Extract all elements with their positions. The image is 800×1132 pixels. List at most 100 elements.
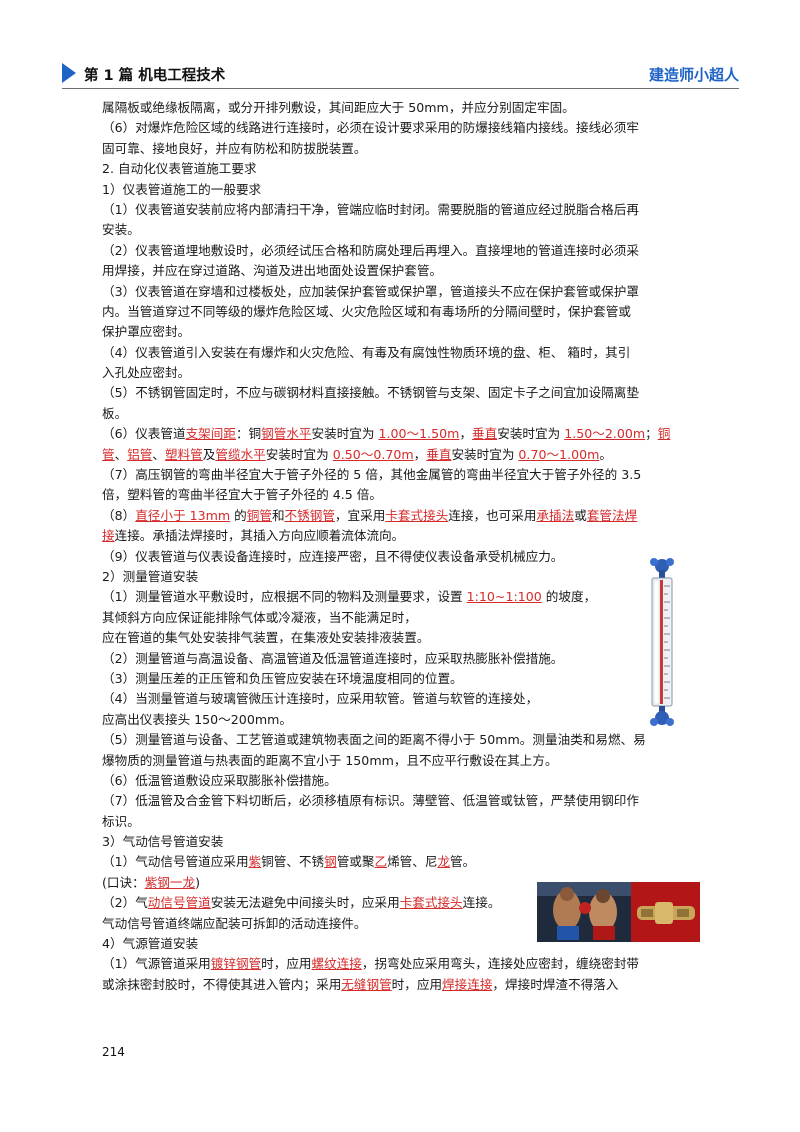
text-segment: 时，应用 (261, 956, 312, 972)
text-segment: （6）低温管道敷设应采取膨胀补偿措施。 (102, 772, 337, 788)
text-line: 其倾斜方向应保证能排除气体或冷凝液，当不能满足时， (102, 608, 700, 628)
text-segment: 其倾斜方向应保证能排除气体或冷凝液，当不能满足时， (102, 609, 417, 625)
highlighted-term: 焊接连接 (442, 976, 493, 992)
text-line: 2. 自动化仪表管道施工要求 (102, 159, 700, 179)
highlighted-term: 直径小于 13mm (135, 507, 231, 523)
highlighted-term: 1.00～1.50m (378, 426, 460, 442)
text-segment: （9）仪表管道与仪表设备连接时，应连接严密，且不得使仪表设备承受机械应力。 (102, 548, 564, 564)
highlighted-term: 无缝钢管 (341, 976, 392, 992)
highlighted-term: 乙 (374, 854, 388, 870)
text-line: （1）气源管道采用镀锌钢管时，应用螺纹连接，拐弯处应采用弯头，连接处应密封，缠绕… (102, 954, 700, 974)
highlighted-term: 钢管水平 (261, 426, 312, 442)
text-line: 气动信号管道终端应配装可拆卸的活动连接件。 (102, 914, 700, 934)
text-segment: （1）气动信号管道应采用 (102, 854, 249, 870)
text-line: （4）当测量管道与玻璃管微压计连接时，应采用软管。管道与软管的连接处， (102, 689, 700, 709)
highlighted-term: 镀锌钢管 (210, 956, 262, 972)
text-segment: ，宜采用 (334, 507, 386, 523)
text-line: （2）气动信号管道安装无法避免中间接头时，应采用卡套式接头连接。 (102, 893, 700, 913)
text-line: 管、铝管、塑料管及管缆水平安装时宜为 0.50～0.70m，垂直安装时宜为 0.… (102, 445, 700, 465)
text-line: 内。当管道穿过不同等级的爆炸危险区域、火灾危险区域和有毒场所的分隔间壁时，保护套… (102, 302, 700, 322)
highlighted-term: 铜 (657, 426, 671, 442)
highlighted-term: 管缆水平 (215, 446, 266, 462)
text-segment: 用焊接，并应在穿过道路、沟道及进出地面处设置保护套管。 (102, 263, 443, 279)
highlighted-term: 不锈钢管 (284, 507, 335, 523)
text-line: （7）高压钢管的弯曲半径宜大于管子外径的 5 倍，其他金属管的弯曲半径宜大于管子… (102, 465, 700, 485)
text-line: 标识。 (102, 812, 700, 832)
text-segment: 标识。 (102, 813, 140, 829)
text-line: （9）仪表管道与仪表设备连接时，应连接严密，且不得使仪表设备承受机械应力。 (102, 547, 700, 567)
text-segment: ：铜 (235, 426, 262, 442)
text-segment: 安装时宜为 (265, 446, 333, 462)
text-segment: 安装。 (102, 222, 140, 238)
text-line: 爆物质的测量管道与热表面的距离不宜小于 150mm，且不应平行敷设在其上方。 (102, 751, 700, 771)
text-segment: 2）测量管道安装 (102, 568, 199, 584)
text-segment: （7）低温管及合金管下料切断后，必须移植原有标识。薄壁管、低温管或钛管，严禁使用… (102, 793, 639, 809)
text-segment: ， (413, 446, 427, 462)
text-segment: 管或聚 (336, 854, 375, 870)
text-segment: 1）仪表管道施工的一般要求 (102, 181, 262, 197)
text-segment: 时，应用 (391, 976, 443, 992)
text-line: （1）测量管道水平敷设时，应根据不同的物料及测量要求，设置 1:10~1:100… (102, 587, 700, 607)
highlighted-term: 0.50～0.70m (332, 446, 414, 462)
text-segment: （4）仪表管道引入安装在有爆炸和火灾危险、有毒及有腐蚀性物质环境的盘、柜、 箱时… (102, 344, 631, 360)
text-line: 3）气动信号管道安装 (102, 832, 700, 852)
text-line: 1）仪表管道施工的一般要求 (102, 180, 700, 200)
text-segment: 爆物质的测量管道与热表面的距离不宜小于 150mm，且不应平行敷设在其上方。 (102, 752, 558, 768)
text-line: （8）直径小于 13mm 的铜管和不锈钢管，宜采用卡套式接头连接，也可采用承插法… (102, 506, 700, 526)
text-segment: 4）气源管道安装 (102, 936, 199, 952)
text-segment: 连接。承插法焊接时，其插入方向应顺着流体流向。 (114, 528, 405, 544)
text-segment: 或涂抹密封胶时，不得使其进入管内；采用 (102, 976, 342, 992)
text-segment: （5）不锈钢管固定时，不应与碳钢材料直接接触。不锈钢管与支架、固定卡子之间宜加设… (102, 385, 639, 401)
text-line: （6）仪表管道支架间距：铜钢管水平安装时宜为 1.00～1.50m，垂直安装时宜… (102, 424, 700, 444)
text-line: （1）气动信号管道应采用紫铜管、不锈钢管或聚乙烯管、尼龙管。 (102, 852, 700, 872)
page-number: 214 (102, 1045, 125, 1059)
text-segment: （3）测量压差的正压管和负压管应安装在环境温度相同的位置。 (102, 670, 463, 686)
text-segment: （6）对爆炸危险区域的线路进行连接时，必须在设计要求采用的防爆接线箱内接线。接线… (102, 120, 639, 136)
highlighted-term: 螺纹连接 (311, 956, 362, 972)
text-segment: 。 (599, 446, 612, 462)
text-segment: （7）高压钢管的弯曲半径宜大于管子外径的 5 倍，其他金属管的弯曲半径宜大于管子… (102, 467, 642, 483)
highlighted-term: 套管法焊 (586, 507, 638, 523)
text-segment: ) (195, 874, 200, 890)
chapter-title: 第 1 篇 机电工程技术 (84, 68, 226, 84)
text-segment: 和 (271, 507, 285, 523)
text-line: 应在管道的集气处安装排气装置，在集液处安装排液装置。 (102, 628, 700, 648)
text-line: （6）对爆炸危险区域的线路进行连接时，必须在设计要求采用的防爆接线箱内接线。接线… (102, 118, 700, 138)
text-segment: 铜管、不锈 (261, 854, 325, 870)
text-segment: (口诀： (102, 874, 145, 890)
text-line: 或涂抹密封胶时，不得使其进入管内；采用无缝钢管时，应用焊接连接，焊接时焊渣不得落… (102, 975, 700, 995)
highlighted-term: 龙 (437, 854, 451, 870)
text-line: 接连接。承插法焊接时，其插入方向应顺着流体流向。 (102, 526, 700, 546)
text-line: （4）仪表管道引入安装在有爆炸和火灾危险、有毒及有腐蚀性物质环境的盘、柜、 箱时… (102, 343, 700, 363)
page-header: 第 1 篇 机电工程技术 建造师小超人 (62, 60, 739, 90)
text-segment: 管。 (450, 854, 476, 870)
text-segment: 3）气动信号管道安装 (102, 834, 224, 850)
text-segment: 连接。 (462, 895, 501, 911)
text-segment: 内。当管道穿过不同等级的爆炸危险区域、火灾危险区域和有毒场所的分隔间壁时，保护套… (102, 303, 631, 319)
text-segment: 倍，塑料管的弯曲半径宜大于管子外径的 4.5 倍。 (102, 487, 382, 503)
boxing-and-fitting-photo (537, 882, 700, 942)
text-segment: 应高出仪表接头 150～200mm。 (102, 711, 292, 727)
text-segment: 及 (202, 446, 216, 462)
text-segment: 2. 自动化仪表管道施工要求 (102, 161, 257, 177)
highlighted-term: 承插法 (536, 507, 575, 523)
thermometer-gauge-image (650, 558, 674, 726)
body-text: 属隔板或绝缘板隔离，或分开排列敷设，其间距应大于 50mm，并应分别固定牢固。（… (102, 98, 700, 995)
text-line: （6）低温管道敷设应采取膨胀补偿措施。 (102, 771, 700, 791)
text-segment: 安装时宜为 (451, 446, 519, 462)
text-segment: （3）仪表管道在穿墙和过楼板处，应加装保护套管或保护罩，管道接头不应在保护套管或… (102, 283, 639, 299)
text-segment: 安装时宜为 (497, 426, 565, 442)
text-line: （3）测量压差的正压管和负压管应安装在环境温度相同的位置。 (102, 669, 700, 689)
highlighted-term: 0.70～1.00m (518, 446, 600, 462)
text-line: （3）仪表管道在穿墙和过楼板处，应加装保护套管或保护罩，管道接头不应在保护套管或… (102, 282, 700, 302)
text-segment: 板。 (102, 405, 128, 421)
text-segment: （1）仪表管道安装前应将内部清扫干净，管端应临时封闭。需要脱脂的管道应经过脱脂合… (102, 201, 639, 217)
highlighted-term: 紫 (248, 854, 262, 870)
text-segment: 固可靠、接地良好，并应有防松和防拔脱装置。 (102, 140, 367, 156)
text-line: (口诀：紫钢一龙) (102, 873, 700, 893)
text-line: 入孔处应密封。 (102, 363, 700, 383)
highlighted-term: 紫钢一龙 (144, 874, 196, 890)
text-segment: 、 (152, 446, 165, 462)
highlighted-term: 支架间距 (185, 426, 236, 442)
highlighted-term: 动信号管道 (147, 895, 211, 911)
